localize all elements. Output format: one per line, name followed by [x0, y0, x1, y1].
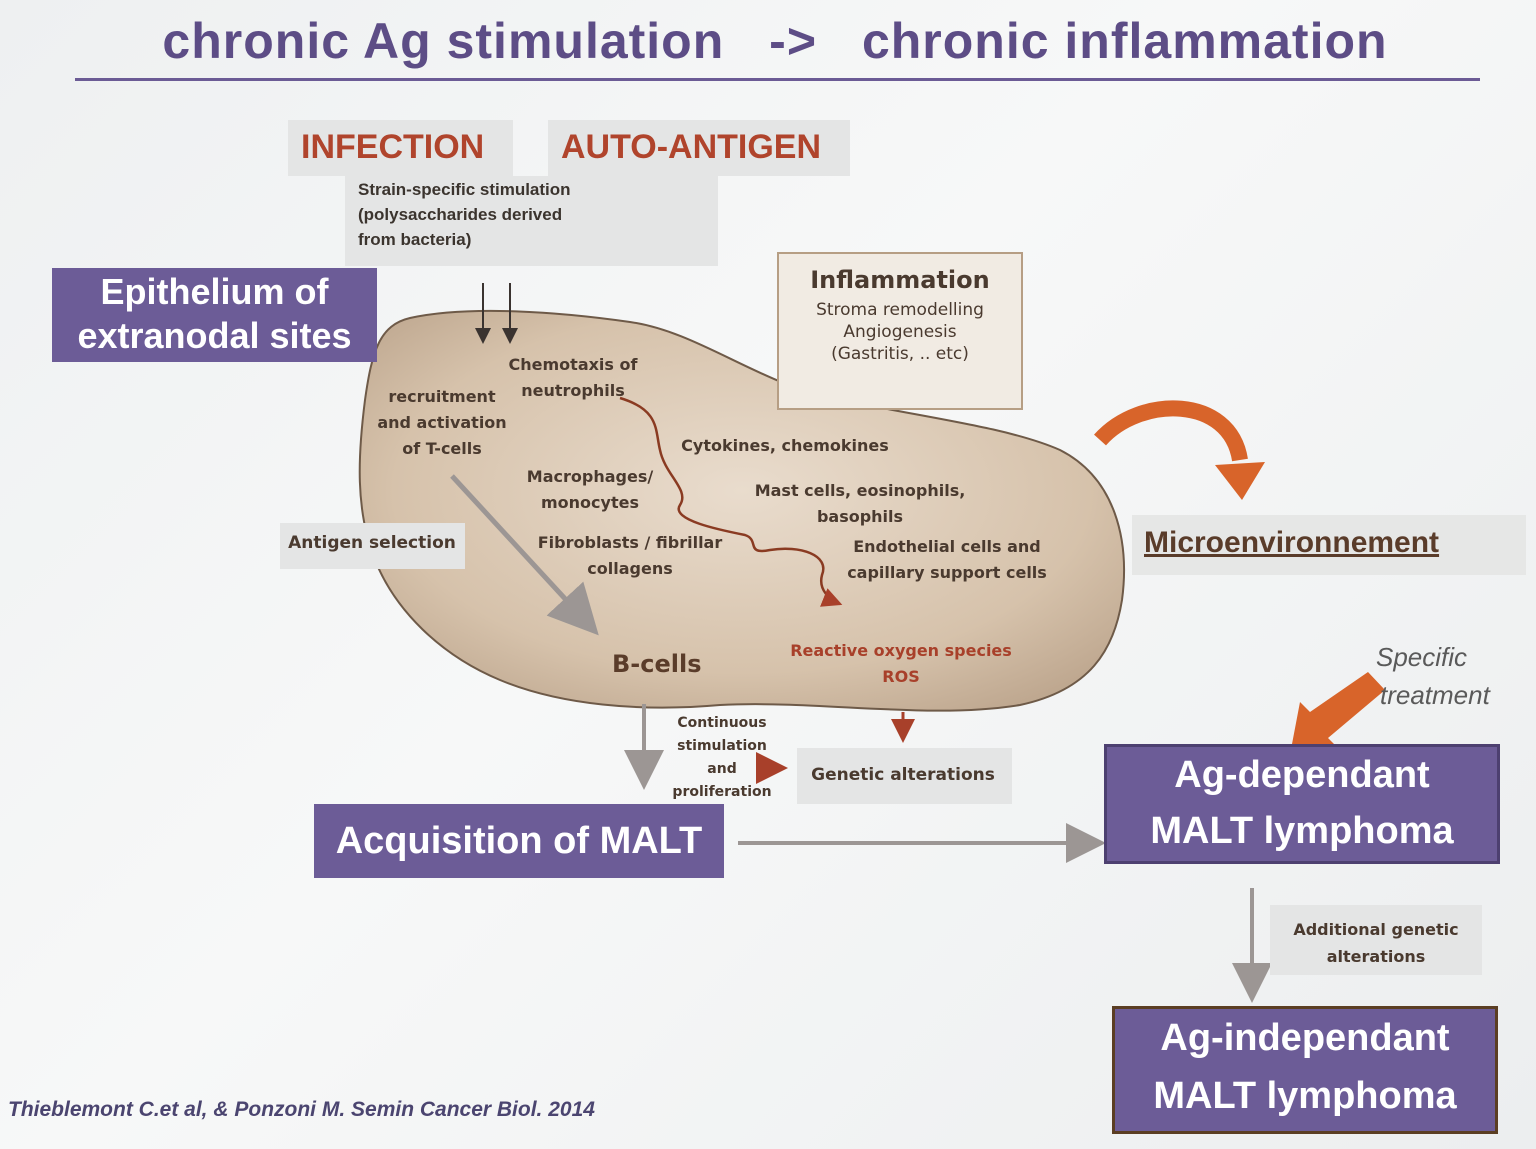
title-underline	[75, 78, 1480, 81]
continuous-text: Continuous stimulation and proliferation	[672, 712, 772, 804]
strain-note-line: from bacteria)	[358, 230, 472, 249]
title-right: chronic inflammation	[861, 13, 1388, 69]
chemotaxis-line: neutrophils	[521, 381, 625, 400]
ag-dependant-line: Ag-dependant	[1174, 754, 1430, 796]
specific-treatment-line: treatment	[1380, 680, 1490, 710]
strain-note: Strain-specific stimulation (polysacchar…	[358, 177, 571, 252]
mast-cells-line: Mast cells, eosinophils,	[754, 481, 966, 500]
ag-dependant-box: Ag-dependant MALT lymphoma	[1104, 744, 1500, 864]
epithelium-line: extranodal sites	[77, 315, 352, 356]
inflammation-heading: Inflammation	[810, 266, 990, 294]
strain-note-box	[345, 176, 718, 266]
antigen-selection-label: Antigen selection	[288, 533, 456, 553]
inflammation-line: Angiogenesis	[843, 322, 957, 342]
auto-antigen-box	[548, 120, 850, 176]
infection-box	[288, 120, 513, 176]
ros-line: ROS	[882, 667, 920, 686]
additional-genetic-line: Additional genetic	[1293, 920, 1459, 939]
continuous-line: Continuous	[677, 715, 767, 731]
b-cells-label: B-cells	[612, 650, 702, 678]
curved-orange-arrowhead	[1215, 462, 1265, 500]
title-arrow: ->	[769, 13, 818, 69]
mast-cells-text: Mast cells, eosinophils, basophils	[750, 478, 970, 530]
inflammation-line: Stroma remodelling	[816, 300, 984, 320]
antigen-selection-box	[280, 523, 465, 569]
inflammation-line: (Gastritis, .. etc)	[831, 344, 969, 364]
citation: Thieblemont C.et al, & Ponzoni M. Semin …	[8, 1098, 595, 1121]
specific-treatment-line: Specific	[1376, 642, 1468, 672]
curved-orange-arrow	[1094, 400, 1248, 462]
ros-line: Reactive oxygen species	[790, 641, 1012, 660]
fibroblasts-line: Fibroblasts / fibrillar	[537, 533, 723, 552]
tcell-to-bcell-arrow	[450, 474, 599, 636]
cytokines-text: Cytokines, chemokines	[681, 436, 889, 455]
endothelial-line: Endothelial cells and	[853, 537, 1041, 556]
specific-treatment: Specific treatment	[1376, 638, 1490, 714]
endothelial-line: capillary support cells	[847, 563, 1047, 582]
genetic-alterations-box	[797, 748, 1012, 804]
inflammation-box: Inflammation Stroma remodelling Angiogen…	[777, 252, 1023, 410]
microenvironnement-label: Microenvironnement	[1144, 526, 1440, 559]
microenvironnement-box	[1132, 515, 1526, 575]
macrophages-line: Macrophages/	[526, 467, 654, 486]
acquisition-box: Acquisition of MALT	[314, 804, 724, 878]
chemotaxis-text: Chemotaxis of neutrophils	[508, 352, 638, 404]
chemotaxis-line: Chemotaxis of	[508, 355, 638, 374]
fibroblasts-text: Fibroblasts / fibrillar collagens	[530, 530, 730, 582]
wavy-path	[619, 396, 843, 607]
infection-label: INFECTION	[301, 128, 485, 166]
recruitment-line: recruitment	[388, 387, 496, 406]
recruitment-line: and activation	[377, 413, 507, 432]
slide-title: chronic Ag stimulation -> chronic inflam…	[70, 12, 1480, 70]
macrophages-line: monocytes	[541, 493, 639, 512]
ag-independant-box: Ag-independant MALT lymphoma	[1112, 1006, 1498, 1134]
endothelial-text: Endothelial cells and capillary support …	[842, 534, 1052, 586]
recruitment-line: of T-cells	[402, 439, 482, 458]
recruitment-text: recruitment and activation of T-cells	[372, 384, 512, 462]
additional-genetic-box	[1270, 905, 1482, 975]
strain-note-line: (polysaccharides derived	[358, 205, 563, 224]
continuous-line: stimulation	[677, 738, 767, 754]
strain-note-line: Strain-specific stimulation	[358, 180, 571, 199]
additional-genetic-line: alterations	[1326, 947, 1426, 966]
mast-cells-line: basophils	[816, 507, 904, 526]
ag-independant-line: MALT lymphoma	[1153, 1075, 1457, 1117]
epithelium-box: Epithelium of extranodal sites	[52, 268, 377, 362]
epithelium-line: Epithelium of	[100, 271, 329, 312]
treatment-orange-arrow	[1292, 672, 1385, 748]
ag-independant-line: Ag-independant	[1160, 1017, 1450, 1059]
fibroblasts-line: collagens	[587, 559, 673, 578]
macrophages-text: Macrophages/ monocytes	[520, 464, 660, 516]
continuous-line: proliferation	[672, 784, 772, 800]
title-left: chronic Ag stimulation	[162, 13, 725, 69]
genetic-alterations-label: Genetic alterations	[811, 765, 995, 785]
ag-dependant-line: MALT lymphoma	[1150, 810, 1454, 852]
acquisition-label: Acquisition of MALT	[335, 820, 703, 862]
additional-genetic-text: Additional genetic alterations	[1272, 916, 1480, 970]
continuous-line: and	[707, 761, 737, 777]
auto-antigen-label: AUTO-ANTIGEN	[561, 128, 822, 166]
ros-text: Reactive oxygen species ROS	[785, 638, 1017, 690]
